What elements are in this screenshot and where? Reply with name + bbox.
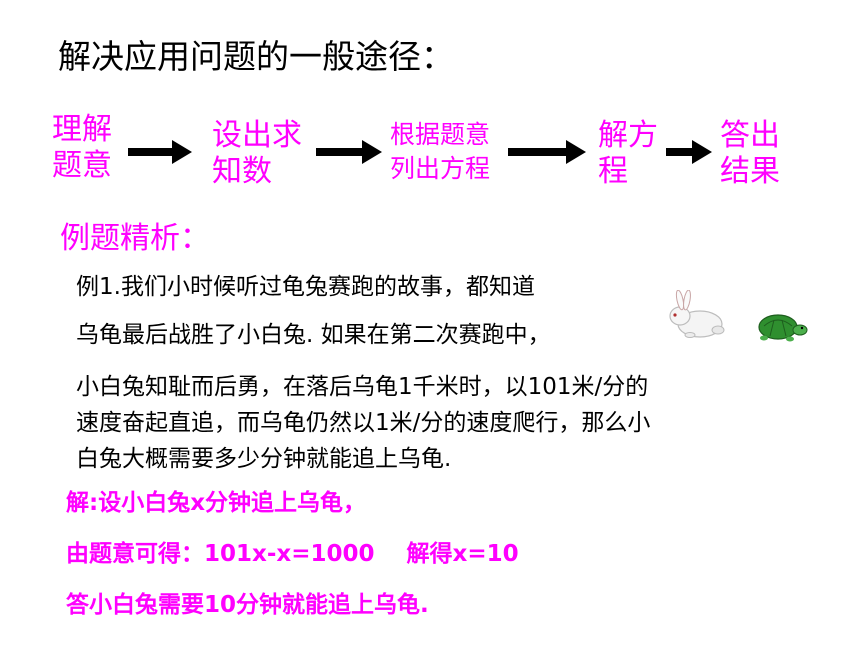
step-line: 题意 [52, 148, 112, 183]
step-set-unknown: 设出求 知数 [212, 118, 302, 190]
step-understand: 理解 题意 [52, 112, 112, 184]
solution-line: 答小白兔需要10分钟就能追上乌龟. [66, 592, 429, 618]
example-line: 乌龟最后战胜了小白兔. 如果在第二次赛跑中， [76, 322, 551, 348]
step-line: 理解 [52, 112, 112, 147]
step-solve: 解方 程 [598, 118, 658, 190]
solution-line: 由题意可得：101x-x=1000 解得x=10 [66, 541, 519, 567]
step-line: 程 [598, 154, 628, 189]
arrow-right-icon [128, 137, 194, 167]
solution-line: 解:设小白兔x分钟追上乌龟， [66, 490, 367, 516]
page-title: 解决应用问题的一般途径： [58, 37, 454, 76]
step-line: 设出求 [212, 118, 302, 153]
arrow-right-icon [316, 137, 384, 167]
step-line: 答出 [720, 118, 780, 153]
step-line: 列出方程 [390, 153, 491, 183]
step-line: 解方 [598, 118, 658, 153]
step-build-equation: 根据题意 列出方程 [390, 118, 490, 186]
turtle-icon [752, 308, 810, 348]
arrow-right-icon [666, 137, 714, 167]
step-line: 知数 [212, 154, 272, 189]
step-line: 结果 [720, 154, 780, 189]
rabbit-icon [660, 289, 726, 344]
example-line: 速度奋起直追，而乌龟仍然以1米/分的速度爬行，那么小 [76, 410, 651, 436]
step-line: 根据题意 [390, 120, 491, 149]
example-line: 白兔大概需要多少分钟就能追上乌龟. [76, 446, 452, 472]
example-line: 小白兔知耻而后勇，在落后乌龟1千米时，以101米/分的 [76, 374, 649, 400]
section-title: 例题精析： [60, 221, 210, 256]
step-answer: 答出 结果 [720, 118, 780, 190]
example-line: 例1.我们小时候听过龟兔赛跑的故事，都知道 [76, 274, 535, 300]
arrow-right-icon [508, 137, 588, 167]
